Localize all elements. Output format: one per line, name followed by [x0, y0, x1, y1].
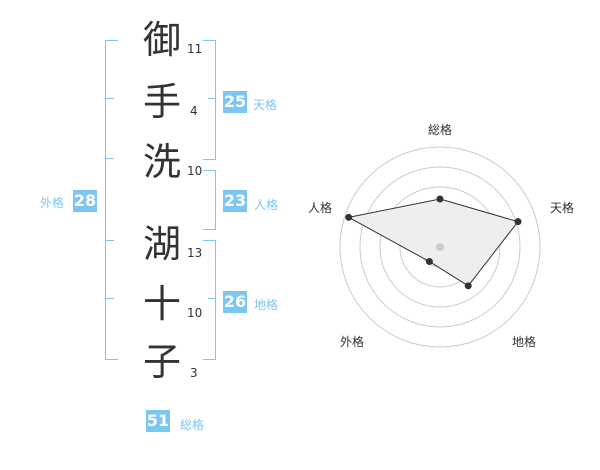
chikaku-label: 地格	[254, 298, 279, 312]
name-char-3: 洗	[142, 140, 181, 184]
stroke-count-6: 3	[190, 366, 198, 380]
radar-chart: 総格 天格 地格 外格 人格	[308, 122, 574, 349]
radar-axis-label-gaikaku: 外格	[340, 334, 364, 349]
tenkaku-bracket	[203, 40, 216, 160]
radar-axis-label-chikaku: 地格	[512, 334, 536, 349]
radar-point	[514, 218, 522, 226]
radar-points	[345, 195, 522, 290]
radar-ring	[339, 146, 541, 348]
bracket-tick	[106, 158, 114, 159]
jinkaku-label: 人格	[254, 198, 279, 212]
soukaku-value: 51	[146, 410, 170, 432]
soukaku-label: 総格	[180, 418, 205, 432]
gaikaku-value: 28	[73, 190, 97, 212]
chikaku-bracket	[203, 240, 216, 360]
bracket-tick	[106, 98, 114, 99]
bracket-tick	[208, 298, 216, 299]
stroke-count-3: 10	[187, 164, 203, 178]
radar-point	[425, 258, 433, 266]
name-char-5: 十	[142, 282, 181, 326]
stroke-count-2: 4	[190, 104, 198, 118]
radar-point	[464, 282, 472, 290]
bracket-tick	[106, 240, 114, 241]
gaikaku-bracket	[105, 40, 118, 360]
stroke-count-4: 13	[187, 246, 203, 260]
radar-axis-label-tenkaku: 天格	[550, 200, 574, 215]
name-char-6: 子	[142, 340, 181, 384]
bracket-tick	[208, 98, 216, 99]
radar-ring	[379, 186, 501, 308]
bracket-tick	[106, 298, 114, 299]
name-char-4: 湖	[142, 222, 181, 266]
chikaku-value: 26	[223, 291, 247, 313]
radar-center-dot	[436, 243, 444, 251]
radar-area	[347, 198, 519, 287]
radar-axis-label-soukaku: 総格	[428, 122, 452, 137]
tenkaku-label: 天格	[253, 98, 278, 112]
jinkaku-value: 23	[223, 190, 247, 212]
radar-point	[436, 195, 444, 203]
name-char-1: 御	[142, 18, 181, 62]
radar-ring	[359, 166, 521, 328]
radar-axis-label-jinkaku: 人格	[308, 200, 332, 215]
gaikaku-label: 外格	[40, 196, 65, 210]
name-char-2: 手	[142, 80, 181, 124]
stroke-count-5: 10	[187, 306, 203, 320]
stroke-count-1: 11	[187, 42, 203, 56]
jinkaku-bracket	[203, 170, 216, 230]
radar-point	[345, 213, 353, 221]
tenkaku-value: 25	[223, 91, 247, 113]
